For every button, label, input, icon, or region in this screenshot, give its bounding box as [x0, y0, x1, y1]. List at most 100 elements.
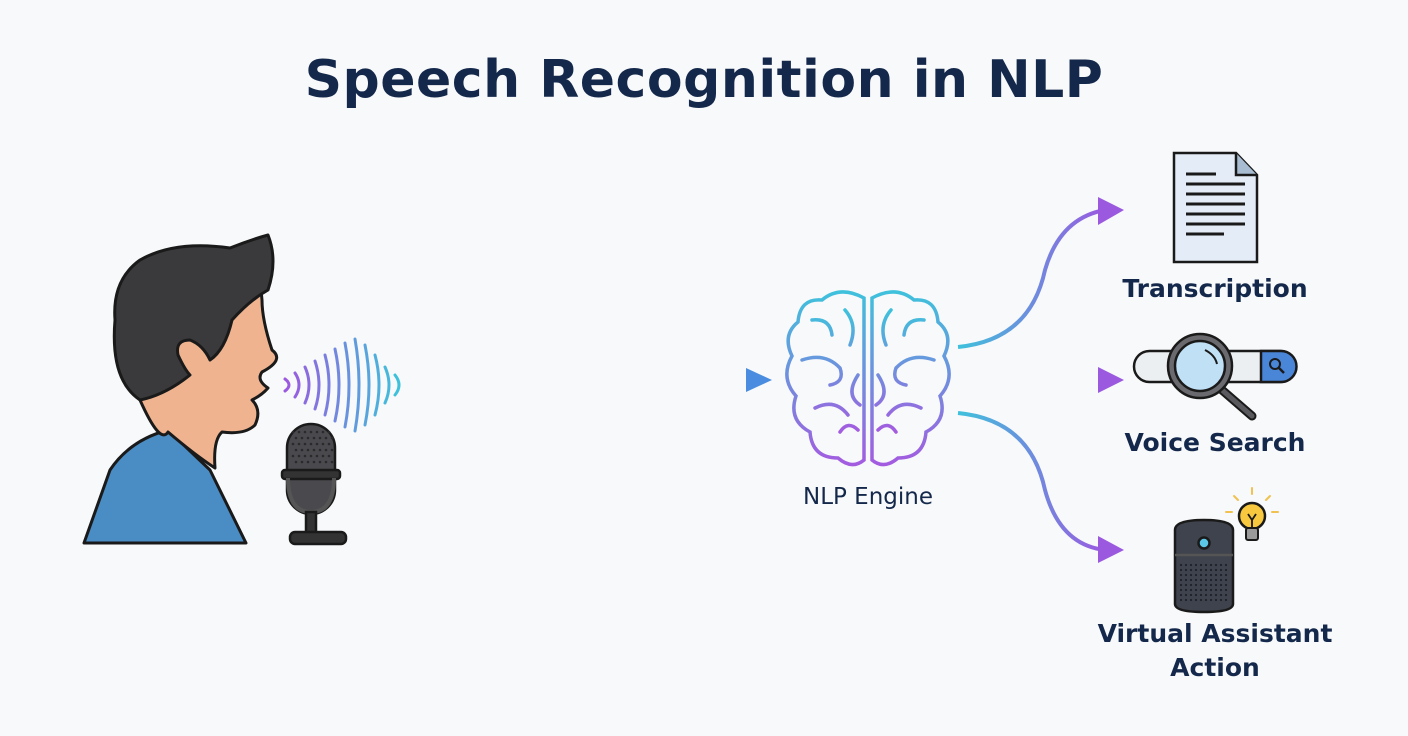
speaker-grille-dot: [1194, 593, 1198, 597]
speaker-grille-dot: [1224, 588, 1228, 592]
mic-grille-dot: [318, 460, 322, 464]
speaker-grille-dot: [1209, 583, 1213, 587]
smart-speaker-icon: [1173, 518, 1235, 614]
speaker-grille-dot: [1214, 573, 1218, 577]
speaker-grille-dot: [1214, 568, 1218, 572]
speaker-grille-dot: [1204, 563, 1208, 567]
mic-grille-dot: [303, 442, 307, 446]
person-speaking-icon: [82, 233, 279, 545]
mic-grille-dot: [330, 460, 334, 464]
speaker-grille-dot: [1199, 588, 1203, 592]
mic-grille-dot: [321, 430, 325, 434]
mic-grille-dot: [330, 448, 334, 452]
speaker-grille-dot: [1209, 598, 1213, 602]
speaker-grille-dot: [1194, 583, 1198, 587]
mic-grille-dot: [306, 448, 310, 452]
speaker-grille-dot: [1189, 583, 1193, 587]
speaker-grille-dot: [1209, 593, 1213, 597]
mic-grille-dot: [294, 436, 298, 440]
mic-grille-dot: [330, 436, 334, 440]
mic-grille-dot: [309, 454, 313, 458]
sound-arc: [333, 347, 341, 423]
microphone-icon: [280, 422, 348, 546]
speaker-grille-dot: [1219, 588, 1223, 592]
audio-waveform: [426, 278, 689, 482]
speaker-grille-dot: [1224, 578, 1228, 582]
sound-arc: [293, 371, 301, 399]
speaker-grille-dot: [1214, 588, 1218, 592]
speaker-grille-dot: [1214, 598, 1218, 602]
mic-grille-dot: [291, 442, 295, 446]
speaker-grille-dot: [1224, 573, 1228, 577]
mic-grille-dot: [324, 460, 328, 464]
speaker-grille-dot: [1189, 578, 1193, 582]
speaker-grille-dot: [1214, 578, 1218, 582]
speaker-grille-dot: [1189, 563, 1193, 567]
mic-grille-dot: [303, 454, 307, 458]
speaker-grille-dot: [1214, 583, 1218, 587]
speaker-grille-dot: [1189, 593, 1193, 597]
virtual-assistant-label-line2: Action: [1170, 653, 1260, 682]
virtual-assistant-label-line1: Virtual Assistant: [1097, 619, 1333, 648]
speaker-grille-dot: [1214, 563, 1218, 567]
branch-to-assistant: [957, 411, 1106, 552]
output-branches: [957, 208, 1106, 552]
hair: [112, 233, 275, 402]
speaker-grille-dot: [1179, 578, 1183, 582]
sound-arc: [353, 337, 361, 433]
mic-grille-dot: [315, 442, 319, 446]
mic-grille-dot: [315, 430, 319, 434]
sound-arc: [383, 365, 391, 405]
speaker-grille-dot: [1219, 573, 1223, 577]
speaker-grille-dot: [1219, 578, 1223, 582]
mic-grille-dot: [297, 442, 301, 446]
speaker-grille-dot: [1179, 598, 1183, 602]
speaker-grille-dot: [1204, 598, 1208, 602]
sound-arc: [323, 353, 331, 417]
speaker-grille-dot: [1209, 578, 1213, 582]
mic-grille-dot: [297, 454, 301, 458]
sound-arc: [343, 341, 351, 429]
mic-grille-dot: [306, 436, 310, 440]
mic-grille-dot: [294, 460, 298, 464]
speaker-grille-dot: [1204, 578, 1208, 582]
mic-grille-dot: [324, 448, 328, 452]
speaker-grille-dot: [1199, 578, 1203, 582]
speaker-grille-dot: [1184, 588, 1188, 592]
lightbulb-icon: [1225, 487, 1279, 541]
speaker-grille-dot: [1189, 598, 1193, 602]
sound-arc: [393, 373, 401, 397]
document-icon: [1172, 151, 1259, 264]
speaker-grille-dot: [1189, 573, 1193, 577]
speaker-grille-dot: [1209, 573, 1213, 577]
speaker-grille-dot: [1179, 583, 1183, 587]
speaker-grille-dot: [1204, 568, 1208, 572]
sound-arc: [283, 377, 291, 393]
speaker-grille-dot: [1204, 583, 1208, 587]
speaker-grille-dot: [1199, 563, 1203, 567]
mic-grille-dot: [327, 454, 331, 458]
mic-grille-dot: [297, 430, 301, 434]
nlp-engine-label: NLP Engine: [802, 484, 934, 510]
branch-to-transcription: [957, 208, 1106, 349]
speaker-grille-dot: [1209, 568, 1213, 572]
speaker-grille-dot: [1184, 583, 1188, 587]
speaker-grille-dot: [1224, 583, 1228, 587]
mic-grille-dot: [312, 436, 316, 440]
speaker-grille-dot: [1179, 568, 1183, 572]
speaker-grille-dot: [1194, 568, 1198, 572]
speaker-grille-dot: [1199, 573, 1203, 577]
mic-grille-dot: [309, 430, 313, 434]
mic-grille-dot: [318, 436, 322, 440]
mic-grille-dot: [300, 460, 304, 464]
arrow-to-engine: [698, 368, 772, 392]
search-bar-icon: [1132, 332, 1298, 421]
mic-grille-dot: [327, 442, 331, 446]
speaker-grille-dot: [1204, 573, 1208, 577]
mic-grille-dot: [321, 454, 325, 458]
mic-grille-dot: [321, 442, 325, 446]
speaker-grille-dot: [1219, 583, 1223, 587]
speaker-grille-dot: [1179, 593, 1183, 597]
transcription-label: Transcription: [1122, 274, 1308, 303]
